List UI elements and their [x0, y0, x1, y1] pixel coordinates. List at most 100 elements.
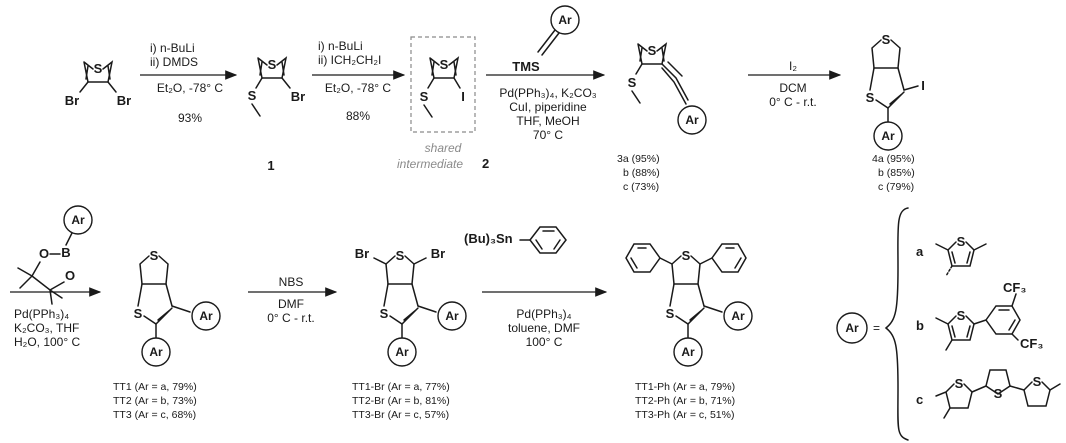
tt3-yield: TT3 (Ar = c, 68%)	[113, 409, 196, 421]
boron-label: B	[61, 245, 70, 260]
compound-1-structure: S S Br	[248, 56, 305, 117]
bromine-label: Br	[65, 93, 79, 108]
aryl-label: Ar	[558, 13, 572, 27]
tt-ph-product-structure: S S Ar Ar	[625, 243, 753, 367]
sulfur-label: S	[268, 57, 277, 72]
step1-conditions: Et₂O, -78° C	[157, 81, 223, 95]
sulfur-label: S	[396, 248, 405, 263]
step1-reagent-1: i) n-BuLi	[150, 41, 195, 55]
step1-reagent-2: ii) DMDS	[150, 55, 198, 69]
tms-label: TMS	[512, 59, 540, 74]
tt-product-structure: S S Ar Ar	[134, 248, 221, 367]
sulfur-label: S	[957, 234, 966, 249]
bromine-label: Br	[117, 93, 131, 108]
aryl-label: Ar	[731, 309, 745, 323]
compound-4-structure: S S I Ar	[866, 32, 925, 151]
tt3-br-yield: TT3-Br (Ar = c, 57%)	[352, 409, 449, 421]
aryl-label: Ar	[199, 309, 213, 323]
aryl-label: Ar	[395, 345, 409, 359]
legend-b-label: b	[916, 318, 924, 333]
aryl-label: Ar	[149, 345, 163, 359]
sulfur-label: S	[420, 89, 429, 104]
iodine-label: I	[921, 78, 925, 93]
step7-solvent: toluene, DMF	[508, 321, 580, 335]
compound-3-structure: S S Ar	[628, 42, 707, 135]
sulfur-label: S	[440, 57, 449, 72]
sulfur-label: S	[957, 308, 966, 323]
step6-solvent: DMF	[278, 297, 304, 311]
intermediate-caption-2: intermediate	[397, 157, 463, 171]
step1-yield: 93%	[178, 111, 202, 125]
intermediate-highlight-box	[410, 36, 476, 133]
step5-catalyst: Pd(PPh₃)₄	[14, 307, 69, 321]
aryl-label: Ar	[71, 213, 85, 227]
sulfur-label: S	[248, 88, 257, 103]
sulfur-label: S	[380, 306, 389, 321]
compound-1-label: 1	[267, 158, 274, 173]
intermediate-number: 2	[482, 156, 489, 171]
tt2-ph-yield: TT2-Ph (Ar = b, 71%)	[635, 395, 735, 407]
iodine-label: I	[461, 89, 465, 104]
stannane-reagent: (Bu)₃Sn	[464, 226, 567, 254]
tt1-yield: TT1 (Ar = a, 79%)	[113, 381, 197, 393]
aryl-label: Ar	[685, 113, 699, 127]
sulfur-label: S	[648, 43, 657, 58]
step2-conditions: Et₂O, -78° C	[325, 81, 391, 95]
step5-base-solvent: K₂CO₃, THF	[14, 321, 79, 335]
step3-temperature: 70° C	[533, 128, 563, 142]
step3-cocatalyst: CuI, piperidine	[509, 100, 587, 114]
equals-sign: =	[873, 321, 880, 335]
cf3-label: CF₃	[1003, 280, 1026, 295]
compound-3c-yield: c (73%)	[623, 181, 659, 193]
sulfur-label: S	[1033, 374, 1042, 389]
tt1-br-yield: TT1-Br (Ar = a, 77%)	[352, 381, 450, 393]
sulfur-label: S	[134, 306, 143, 321]
step5-conditions: H₂O, 100° C	[14, 335, 80, 349]
sulfur-label: S	[955, 376, 964, 391]
step6-reagent: NBS	[279, 275, 304, 289]
aryl-legend: Ar = a S b S CF₃ CF₃ c S	[836, 207, 1061, 441]
bromine-label: Br	[355, 246, 369, 261]
legend-c-label: c	[916, 392, 923, 407]
tt1-ph-yield: TT1-Ph (Ar = a, 79%)	[635, 381, 735, 393]
legend-c-structure: S S S	[935, 369, 1061, 419]
compound-4a-yield: 4a (95%)	[872, 153, 915, 165]
step2-reagent-2: ii) ICH₂CH₂I	[318, 53, 381, 67]
step6-conditions: 0° C - r.t.	[267, 311, 314, 325]
step7-catalyst: Pd(PPh₃)₄	[516, 307, 571, 321]
aryl-label: Ar	[845, 321, 859, 335]
tt3-ph-yield: TT3-Ph (Ar = c, 51%)	[635, 409, 734, 421]
tt2-yield: TT2 (Ar = b, 73%)	[113, 395, 197, 407]
sulfur-label: S	[882, 32, 891, 47]
step7-temperature: 100° C	[526, 335, 563, 349]
cf3-label: CF₃	[1020, 336, 1043, 351]
legend-a-label: a	[916, 244, 924, 259]
step4-reagent: I₂	[789, 59, 797, 73]
bromine-label: Br	[431, 246, 445, 261]
step3-solvent: THF, MeOH	[516, 114, 579, 128]
compound-3b-yield: b (88%)	[623, 167, 660, 179]
tt2-br-yield: TT2-Br (Ar = b, 81%)	[352, 395, 450, 407]
aryl-label: Ar	[881, 129, 895, 143]
dibromothiophene-structure: S Br Br	[65, 60, 131, 108]
aryl-label: Ar	[681, 345, 695, 359]
sulfur-label: S	[866, 90, 875, 105]
tms-alkyne-reagent: Ar TMS	[512, 5, 580, 74]
compound-3a-yield: 3a (95%)	[617, 153, 660, 165]
tt-br-product-structure: S Br Br S Ar Ar	[355, 246, 467, 367]
oxygen-label: O	[39, 246, 49, 261]
boronic-ester-reagent: Ar B O O	[17, 205, 93, 305]
step4-conditions: 0° C - r.t.	[769, 95, 816, 109]
step2-yield: 88%	[346, 109, 370, 123]
sulfur-label: S	[666, 306, 675, 321]
tributyltin-label: (Bu)₃Sn	[464, 231, 513, 246]
sulfur-label: S	[628, 75, 637, 90]
legend-b-structure: S CF₃ CF₃	[935, 280, 1043, 351]
bromine-label: Br	[291, 89, 305, 104]
step2-reagent-1: i) n-BuLi	[318, 39, 363, 53]
compound-4c-yield: c (79%)	[878, 181, 914, 193]
sulfur-label: S	[994, 386, 1003, 401]
legend-a-structure: S	[935, 234, 987, 277]
intermediate-caption-1: shared	[425, 141, 462, 155]
